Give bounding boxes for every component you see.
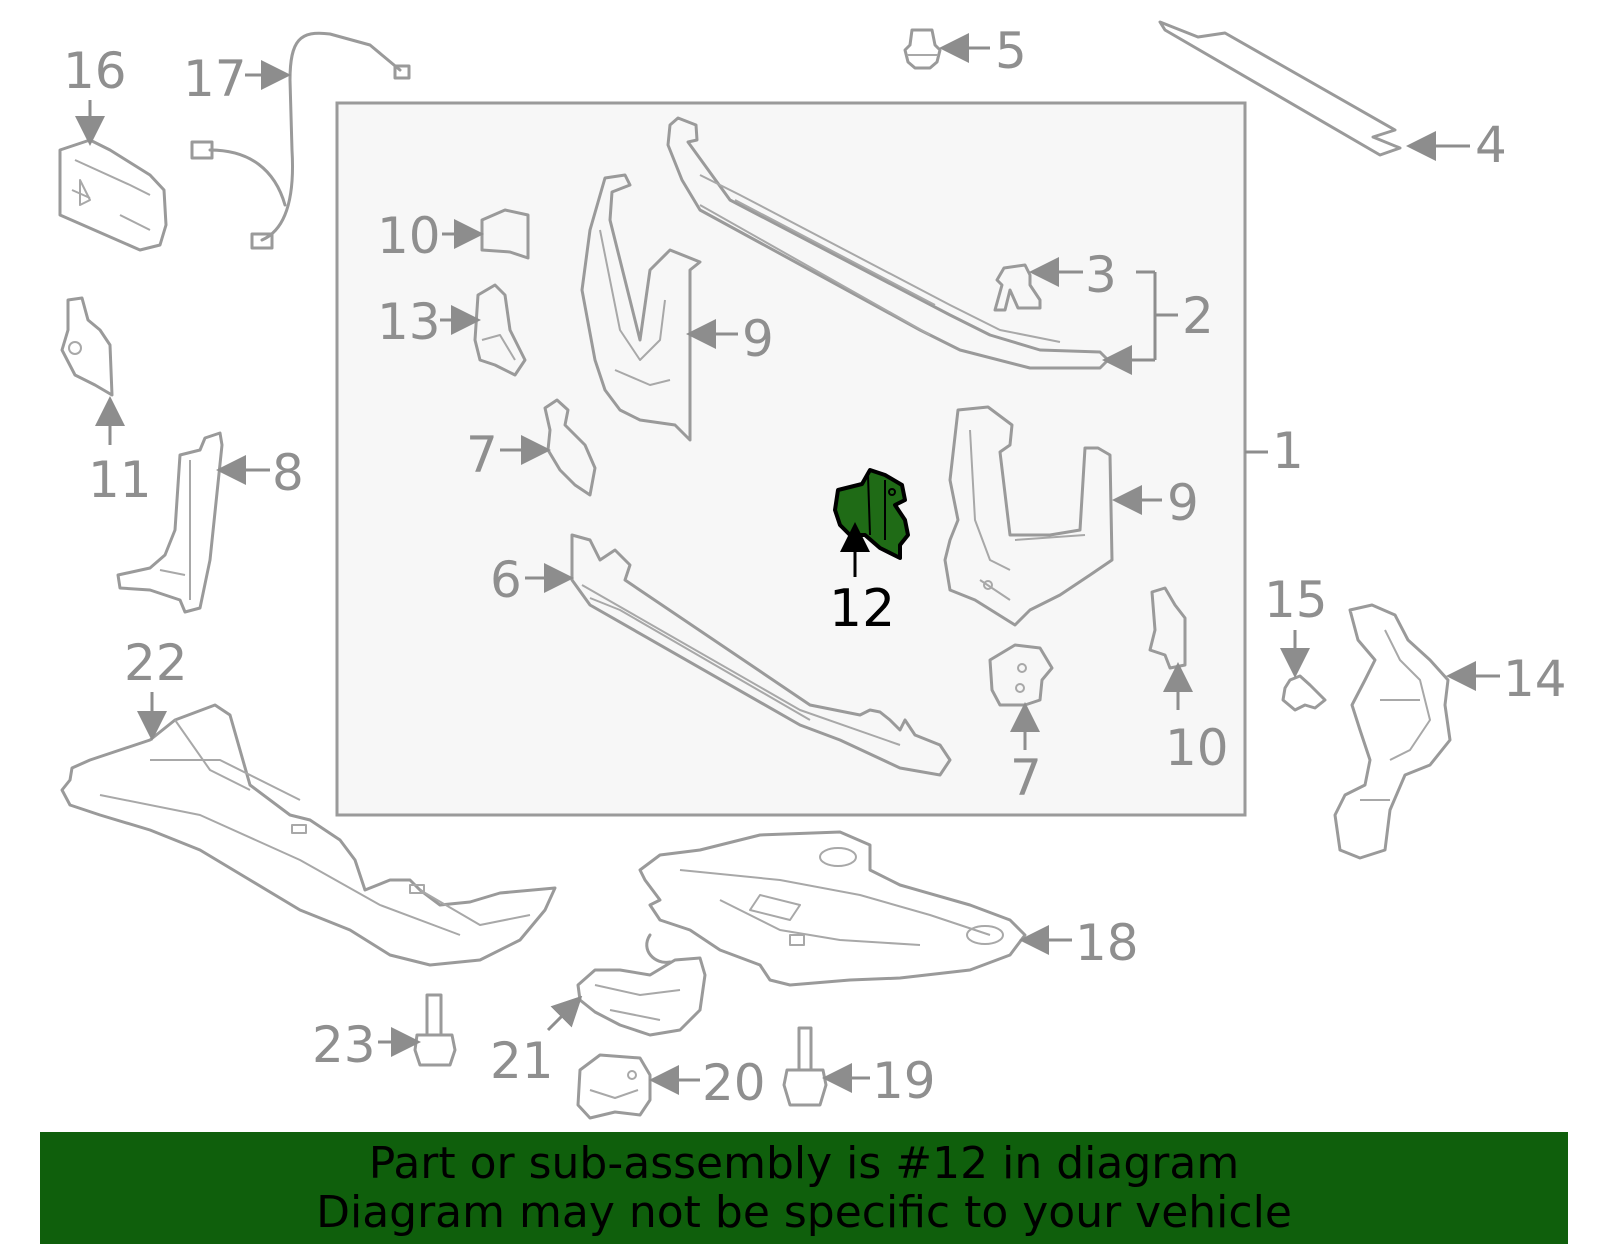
callout-8: 8 bbox=[272, 444, 304, 502]
part-5-clip bbox=[903, 28, 942, 70]
part-23-bolt bbox=[413, 993, 457, 1067]
info-banner: Part or sub-assembly is #12 in diagram D… bbox=[40, 1132, 1568, 1244]
part-8-pillar bbox=[116, 431, 224, 614]
part-22-under-cover bbox=[60, 703, 557, 967]
callout-7-right: 7 bbox=[1010, 749, 1042, 807]
banner-line-1: Part or sub-assembly is #12 in diagram bbox=[368, 1138, 1240, 1189]
part-4-seal bbox=[1158, 20, 1402, 157]
callout-22: 22 bbox=[124, 634, 188, 692]
part-7-bracket-right bbox=[988, 643, 1054, 707]
callout-17: 17 bbox=[183, 50, 247, 108]
callout-10-upper: 10 bbox=[377, 207, 441, 265]
part-10-plate-upper bbox=[480, 208, 530, 260]
part-19-bolt bbox=[782, 1026, 828, 1107]
callout-4: 4 bbox=[1475, 116, 1507, 174]
part-9-side-right bbox=[943, 405, 1114, 627]
callout-10-lower: 10 bbox=[1165, 719, 1229, 777]
callout-15: 15 bbox=[1264, 571, 1328, 629]
part-20-retainer bbox=[576, 1053, 652, 1120]
part-16-module bbox=[58, 138, 168, 252]
callout-16: 16 bbox=[63, 42, 127, 100]
callout-11: 11 bbox=[88, 451, 152, 509]
callout-20: 20 bbox=[702, 1054, 766, 1112]
callout-12: 12 bbox=[829, 579, 895, 639]
callout-18: 18 bbox=[1075, 914, 1139, 972]
callout-19: 19 bbox=[872, 1052, 936, 1110]
part-14-duct bbox=[1333, 603, 1452, 860]
callout-2: 2 bbox=[1182, 287, 1214, 345]
part-13-bracket bbox=[473, 283, 527, 377]
part-21-bracket bbox=[576, 933, 707, 1037]
callout-7-left: 7 bbox=[466, 426, 498, 484]
callout-14: 14 bbox=[1503, 650, 1567, 708]
callout-3: 3 bbox=[1085, 246, 1117, 304]
part-18-engine-cover bbox=[638, 830, 1027, 987]
part-11-bracket bbox=[60, 296, 114, 397]
callout-13: 13 bbox=[377, 293, 441, 351]
callout-6: 6 bbox=[490, 551, 522, 609]
callout-5: 5 bbox=[995, 22, 1027, 80]
callout-1: 1 bbox=[1272, 422, 1304, 480]
part-6-lower-support bbox=[570, 533, 952, 777]
callout-21: 21 bbox=[490, 1032, 554, 1090]
banner-line-2: Diagram may not be specific to your vehi… bbox=[316, 1187, 1292, 1238]
callout-9-upper: 9 bbox=[742, 310, 774, 368]
part-15-clip bbox=[1281, 674, 1327, 712]
callout-23: 23 bbox=[312, 1016, 376, 1074]
callout-9-right: 9 bbox=[1167, 474, 1199, 532]
part-9-side-left bbox=[580, 173, 702, 442]
